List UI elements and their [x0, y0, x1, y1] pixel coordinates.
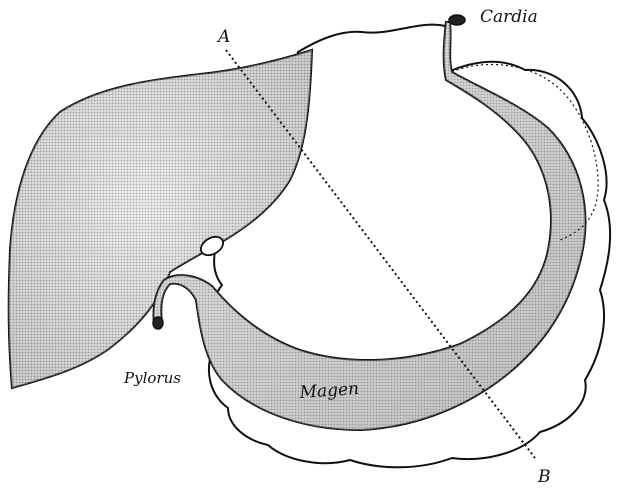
label-pylorus: Pylorus — [123, 369, 181, 387]
cardia-opening — [449, 15, 465, 25]
pylorus-opening — [153, 317, 163, 329]
label-a: A — [216, 27, 230, 47]
label-b: B — [537, 467, 551, 487]
label-cardia: Cardia — [480, 7, 538, 27]
label-magen: Magen — [298, 379, 360, 403]
